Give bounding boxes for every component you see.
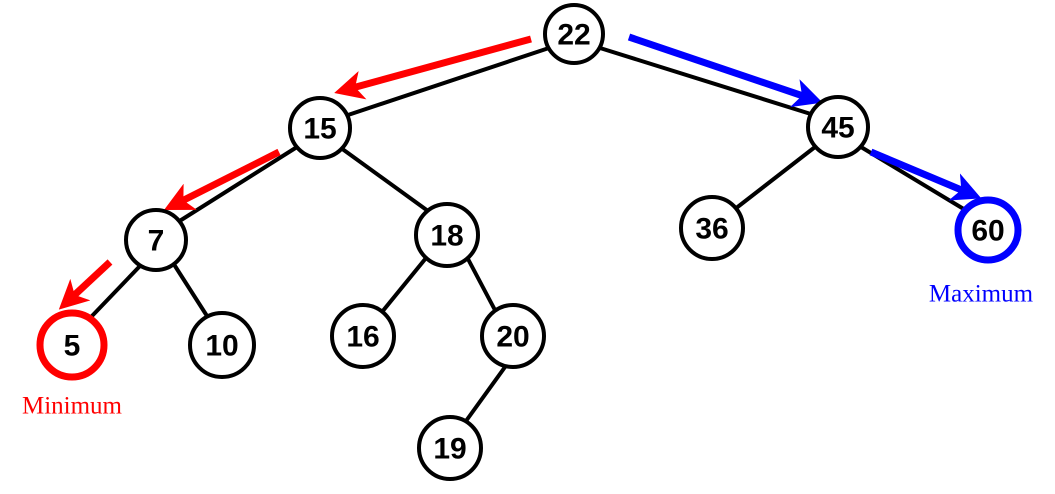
node-circle (188, 311, 256, 379)
tree-edge (90, 265, 141, 318)
traversal-arrow-maximum (869, 148, 982, 201)
tree-node[interactable]: 18 (414, 202, 480, 268)
node-value-label: 16 (346, 321, 379, 354)
node-value-label: 10 (205, 330, 238, 363)
node-value-label: 60 (971, 215, 1004, 248)
node-value-label: 15 (303, 113, 336, 146)
tree-node[interactable]: 19 (417, 415, 483, 481)
node-value-label: 19 (433, 433, 466, 466)
node-circle-highlight-maximum (954, 196, 1022, 264)
node-value-label: 7 (148, 225, 165, 258)
traversal-arrow-minimum (58, 259, 113, 310)
traversal-arrow-maximum (627, 33, 823, 108)
tree-edge (176, 145, 299, 224)
label-minimum: Minimum (22, 393, 123, 420)
tree-node[interactable]: 45 (806, 95, 870, 159)
node-value-label: 36 (695, 213, 728, 246)
label-maximum: Maximum (929, 281, 1034, 308)
node-value-label: 5 (64, 330, 81, 363)
node-circle (806, 95, 870, 159)
traversal-arrows (58, 33, 982, 310)
node-circle (543, 3, 605, 65)
tree-edge (380, 256, 428, 314)
node-circle (480, 303, 546, 369)
tree-node[interactable]: 60 (954, 196, 1022, 264)
tree-edge (466, 257, 498, 314)
node-value-label: 18 (430, 220, 463, 253)
tree-nodes: 22 15 45 7 18 36 60 5 10 16 20 19 (36, 3, 1022, 481)
node-value-label: 45 (821, 112, 854, 145)
node-value-label: 22 (557, 19, 590, 52)
tree-edge (339, 146, 430, 213)
tree-edge (598, 46, 816, 117)
tree-node[interactable]: 7 (124, 208, 188, 272)
node-circle (124, 208, 188, 272)
tree-node[interactable]: 10 (188, 311, 256, 379)
node-value-label: 20 (496, 321, 529, 354)
node-circle (288, 96, 352, 160)
tree-node[interactable]: 15 (288, 96, 352, 160)
tree-edge (173, 264, 209, 318)
tree-edge (464, 365, 507, 423)
node-circle-highlight-minimum (36, 309, 108, 381)
traversal-arrow-minimum (164, 148, 281, 211)
tree-node[interactable]: 22 (543, 3, 605, 65)
node-circle (679, 195, 745, 261)
node-circle (417, 415, 483, 481)
diagram-annotations: Minimum Maximum (22, 281, 1034, 420)
node-circle (330, 303, 396, 369)
tree-edge (343, 46, 551, 118)
node-circle (414, 202, 480, 268)
tree-edge (733, 145, 817, 211)
tree-node[interactable]: 5 (36, 309, 108, 381)
tree-node[interactable]: 36 (679, 195, 745, 261)
tree-node[interactable]: 20 (480, 303, 546, 369)
tree-node[interactable]: 16 (330, 303, 396, 369)
traversal-arrow-minimum (334, 35, 532, 100)
